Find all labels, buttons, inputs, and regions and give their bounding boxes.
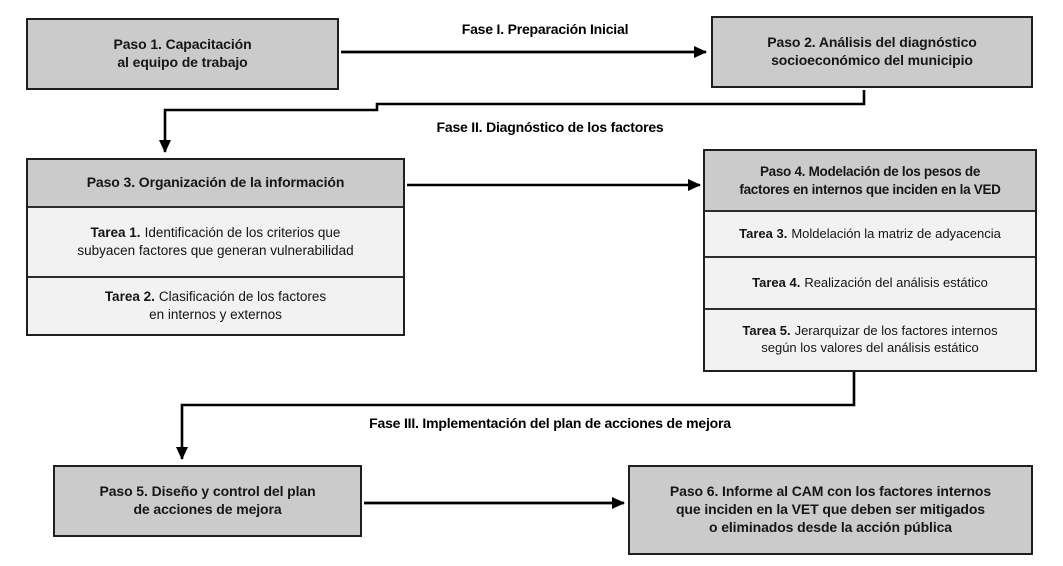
step-box-paso-4: Paso 4. Modelación de los pesos de facto…: [703, 149, 1037, 372]
arrow-paso4-to-paso5: [176, 372, 856, 460]
phase-label-fase-2: Fase II. Diagnóstico de los factores: [436, 119, 664, 135]
task-row-tarea-3: Tarea 3.Moldelación la matriz de adyacen…: [705, 210, 1035, 256]
task-row-tarea-5: Tarea 5.Jerarquizar de los factores inte…: [705, 308, 1035, 370]
task-text-tarea-5: Jerarquizar de los factores internos seg…: [761, 323, 998, 355]
task-row-tarea-4: Tarea 4.Realización del análisis estátic…: [705, 256, 1035, 308]
step-header-paso-4: Paso 4. Modelación de los pesos de facto…: [705, 151, 1035, 210]
task-text-tarea-4: Realización del análisis estático: [804, 274, 988, 290]
step-box-paso-3: Paso 3. Organización de la información T…: [26, 158, 405, 336]
step-box-paso-5: Paso 5. Diseño y control del plan de acc…: [53, 465, 362, 537]
task-text-tarea-1: Identificación de los criterios que suby…: [77, 225, 354, 258]
step-title-paso-2: Paso 2. Análisis del diagnóstico socioec…: [767, 34, 977, 68]
phase-label-fase-1: Fase I. Preparación Inicial: [461, 21, 629, 37]
arrow-paso2-to-paso3: [159, 90, 866, 153]
task-row-tarea-2: Tarea 2.Clasificación de los factores en…: [28, 276, 403, 334]
phase-label-fase-3: Fase III. Implementación del plan de acc…: [369, 415, 731, 431]
step-box-paso-6: Paso 6. Informe al CAM con los factores …: [628, 465, 1033, 555]
task-text-tarea-2: Clasificación de los factores en interno…: [149, 289, 327, 322]
step-title-paso-4: Paso 4. Modelación de los pesos de facto…: [739, 164, 1001, 197]
task-text-tarea-3: Moldelación la matriz de adyacencia: [791, 225, 1001, 241]
task-label-tarea-5: Tarea 5.: [742, 323, 791, 339]
step-title-paso-3: Paso 3. Organización de la información: [86, 174, 345, 191]
step-title-paso-6: Paso 6. Informe al CAM con los factores …: [669, 483, 992, 535]
task-row-tarea-1: Tarea 1.Identificación de los criterios …: [28, 206, 403, 276]
step-header-paso-3: Paso 3. Organización de la información: [28, 160, 403, 206]
task-label-tarea-3: Tarea 3.: [739, 225, 788, 241]
step-title-paso-5: Paso 5. Diseño y control del plan de acc…: [99, 483, 316, 517]
step-box-paso-1: Paso 1. Capacitación al equipo de trabaj…: [26, 18, 339, 90]
task-label-tarea-4: Tarea 4.: [752, 274, 801, 290]
step-title-paso-1: Paso 1. Capacitación al equipo de trabaj…: [113, 36, 252, 70]
step-box-paso-2: Paso 2. Análisis del diagnóstico socioec…: [711, 16, 1033, 88]
task-label-tarea-2: Tarea 2.: [104, 289, 155, 305]
task-label-tarea-1: Tarea 1.: [90, 225, 141, 241]
